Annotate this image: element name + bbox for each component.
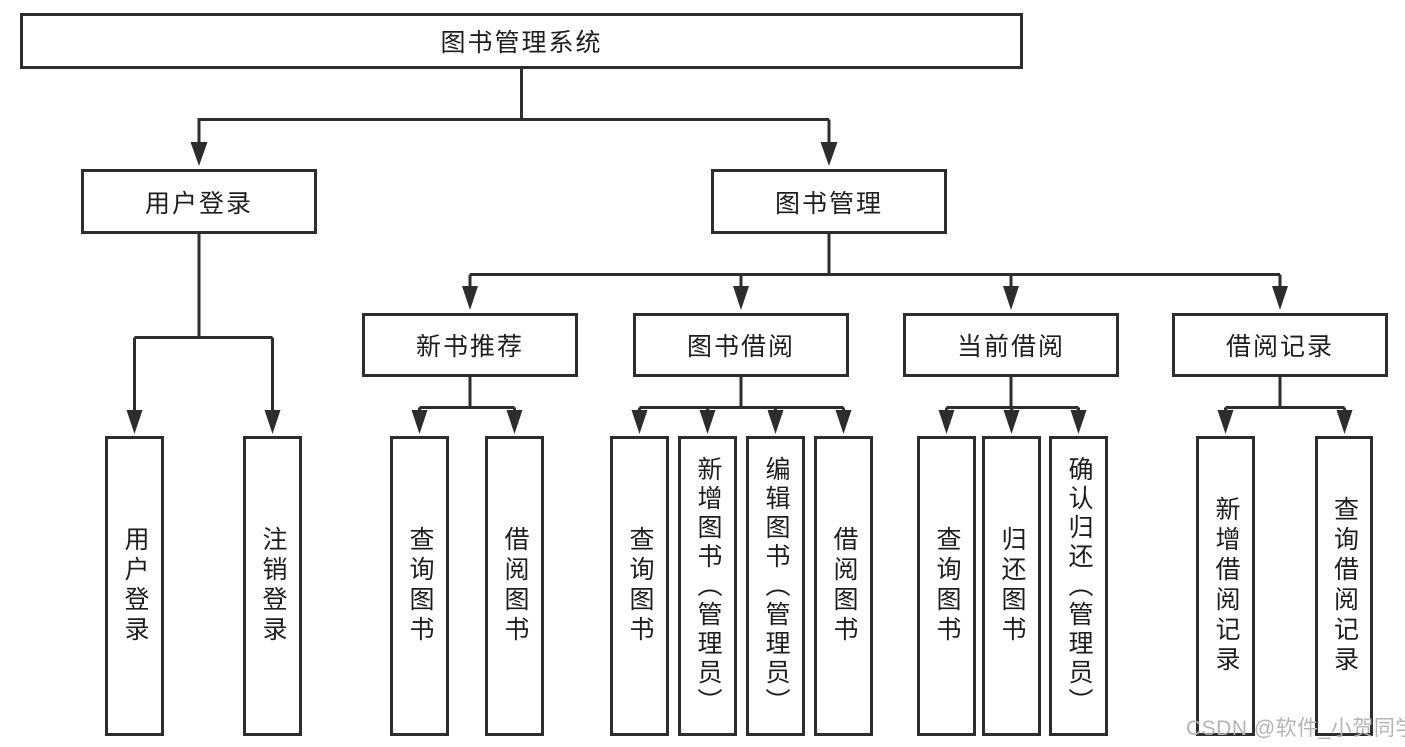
node-label: 图书管理 [774,189,883,218]
node-user-login: 用户登录 [81,169,317,234]
arrowhead-icon [631,410,648,434]
leaf-query-borrow-record: 查询借阅记录 [1315,436,1373,736]
arrowhead-icon [767,410,784,434]
node-label: 归还图书 [998,526,1026,646]
arrowhead-icon [506,410,523,434]
node-label: 图书管理系统 [440,29,603,57]
leaf-confirm-return-admin: 确认归还（管理员） [1049,436,1108,736]
arrowhead-icon [1003,410,1020,434]
arrowhead-icon [1336,410,1353,434]
connector-new-book-to-leaves [418,377,516,411]
arrowhead-icon [699,410,716,434]
leaf-borrow-books-borrow: 借阅图书 [814,436,873,736]
arrowhead-icon [1003,286,1019,310]
node-label: 借阅图书 [501,526,529,646]
arrowhead-icon [190,142,208,166]
node-label: 当前借阅 [956,333,1065,361]
connector-borrow-records-to-leaves [1224,377,1346,411]
arrowhead-icon [1070,410,1087,434]
node-label: 用户登录 [144,189,253,218]
node-label: 新增借阅记录 [1212,496,1240,676]
leaf-query-books-recommend: 查询图书 [390,436,449,736]
connector-root-to-level2 [197,68,831,143]
arrowhead-icon [126,410,143,434]
csdn-watermark: CSDN @软件_小贺同学 [1186,717,1405,740]
arrowhead-icon [835,410,852,434]
connector-book-management-to-level3 [468,234,1282,288]
leaf-query-books-current: 查询图书 [917,436,976,736]
node-label: 新增图书（管理员） [694,455,722,717]
connector-book-borrow-to-leaves [638,377,845,411]
leaf-return-book: 归还图书 [982,436,1041,736]
arrowhead-icon [1272,286,1288,310]
arrowhead-icon [938,410,955,434]
leaf-logout: 注销登录 [243,436,302,736]
arrowhead-icon [462,286,478,310]
arrowhead-icon [264,410,281,434]
arrowhead-icon [733,286,749,310]
arrowhead-icon [820,142,838,166]
node-label: 查询图书 [406,526,434,646]
connector-user-login-to-leaves [133,234,274,411]
node-new-book-recommend: 新书推荐 [362,313,578,377]
node-label: 确认归还（管理员） [1065,455,1093,717]
arrowhead-icon [411,410,428,434]
leaf-edit-book-admin: 编辑图书（管理员） [746,436,805,736]
node-label: 借阅图书 [830,526,858,646]
leaf-add-borrow-record: 新增借阅记录 [1196,436,1255,736]
leaf-borrow-books-recommend: 借阅图书 [485,436,544,736]
connector-current-borrow-to-leaves [945,377,1080,411]
node-borrow-records: 借阅记录 [1172,313,1388,377]
leaf-add-book-admin: 新增图书（管理员） [678,436,737,736]
node-label: 图书借阅 [686,333,795,361]
node-current-borrow: 当前借阅 [903,313,1119,377]
node-root: 图书管理系统 [20,13,1023,69]
leaf-query-books-borrow: 查询图书 [610,436,669,736]
node-label: 借阅记录 [1225,333,1334,361]
node-label: 查询图书 [626,526,654,646]
node-label: 查询借阅记录 [1330,496,1359,676]
arrowhead-icon [1217,410,1234,434]
node-label: 查询图书 [933,526,961,646]
node-label: 注销登录 [259,526,287,646]
node-book-management: 图书管理 [711,169,947,234]
leaf-user-login: 用户登录 [105,436,164,736]
node-label: 新书推荐 [415,333,524,361]
node-book-borrow: 图书借阅 [633,313,849,377]
node-label: 编辑图书（管理员） [762,455,790,717]
node-label: 用户登录 [121,526,149,646]
